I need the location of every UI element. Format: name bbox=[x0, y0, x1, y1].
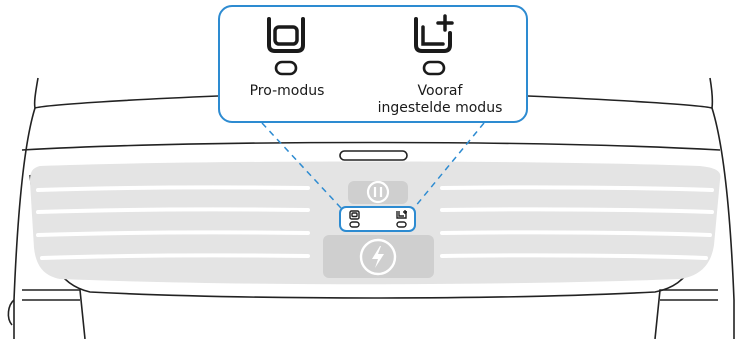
preset-mode-label-line2: ingestelde modus bbox=[377, 100, 503, 116]
pro-mode-label: Pro-modus bbox=[249, 83, 325, 99]
top-slot bbox=[339, 150, 408, 161]
pause-button bbox=[348, 181, 408, 204]
power-icon bbox=[359, 238, 397, 276]
preset-mode-label-line1: Vooraf bbox=[417, 83, 463, 99]
pro-mode-icon bbox=[267, 17, 305, 76]
grille-slots-right bbox=[440, 185, 714, 260]
pause-icon bbox=[366, 180, 390, 204]
pro-mode-icon-small bbox=[349, 210, 360, 228]
callout-leader-lines bbox=[261, 122, 485, 209]
preset-mode-icon-small bbox=[396, 210, 407, 228]
preset-mode-label: Vooraf ingestelde modus bbox=[365, 83, 515, 117]
grille-slots-left bbox=[36, 185, 310, 260]
preset-mode-icon bbox=[414, 14, 454, 76]
